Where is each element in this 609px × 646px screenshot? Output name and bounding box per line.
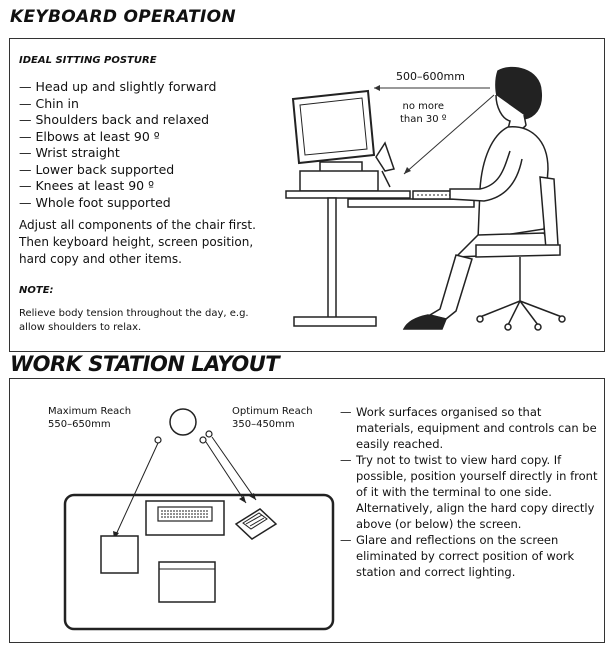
posture-item: — Whole foot supported	[19, 194, 171, 210]
adjust-line: hard copy and other items.	[19, 252, 182, 266]
hard-copy-icon	[100, 535, 139, 574]
chair-icon	[475, 176, 566, 331]
posture-item: — Chin in	[19, 95, 79, 111]
layout-guidelines-list: —Work surfaces organised so that materia…	[340, 404, 598, 580]
posture-item: — Shoulders back and relaxed	[19, 112, 210, 127]
reach-line: Maximum Reach	[48, 406, 132, 417]
note-heading: NOTE:	[19, 285, 54, 296]
reach-point-icon	[199, 436, 207, 444]
arrow-head	[404, 167, 411, 174]
posture-item: — Lower back supported	[19, 161, 175, 177]
posture-item: — Wrist straight	[19, 145, 120, 160]
workstation-illustration	[285, 66, 566, 331]
desk-icon	[285, 190, 475, 327]
page-title: KEYBOARD OPERATION	[10, 7, 236, 27]
guideline-item: —Try not to twist to view hard copy. If …	[340, 453, 598, 531]
angle-line: than 30 º	[400, 114, 447, 125]
angle-line: no more	[402, 101, 445, 112]
section-title: WORK STATION LAYOUT	[10, 352, 280, 376]
document-tray-icon	[158, 561, 216, 603]
posture-item: — Elbows at least 90 º	[19, 128, 160, 144]
sitting-posture-panel: IDEAL SITTING POSTURE — Head up and slig…	[9, 38, 605, 352]
note-line: allow shoulders to relax.	[19, 322, 142, 333]
monitor-icon	[291, 89, 379, 192]
optimum-reach-arrow	[211, 436, 257, 501]
gaze-line	[403, 94, 495, 175]
workstation-layout-panel: Maximum Reach 550–650mm Optimum Reach 35…	[9, 378, 605, 643]
user-position-icon	[169, 408, 197, 436]
optimum-reach-arrow	[205, 441, 247, 504]
telephone-icon	[234, 508, 278, 540]
adjust-line: Then keyboard height, screen position,	[19, 235, 254, 249]
optimum-reach-label: Optimum Reach 350–450mm	[232, 405, 313, 431]
reach-line: Optimum Reach	[232, 406, 313, 417]
keyboard-icon	[145, 500, 225, 536]
arrow-head	[374, 85, 380, 91]
reach-line: 550–650mm	[48, 419, 111, 430]
guideline-item: —Work surfaces organised so that materia…	[340, 405, 597, 451]
reach-point-icon	[154, 436, 162, 444]
max-reach-arrow	[113, 442, 159, 540]
posture-item: — Head up and slightly forward	[19, 79, 217, 94]
guideline-item: —Glare and reflections on the screen eli…	[340, 533, 575, 579]
posture-list: — Head up and slightly forward — Chin in…	[19, 79, 216, 211]
layout-diagram	[63, 408, 335, 631]
note-text: Relieve body tension throughout the day,…	[19, 307, 249, 335]
note-line: Relieve body tension throughout the day,…	[19, 308, 249, 319]
adjust-line: Adjust all components of the chair first…	[19, 218, 256, 232]
adjust-instructions: Adjust all components of the chair first…	[19, 217, 256, 268]
maximum-reach-label: Maximum Reach 550–650mm	[48, 405, 131, 431]
viewing-angle-label: no more than 30 º	[400, 100, 447, 126]
posture-item: — Knees at least 90 º	[19, 178, 154, 193]
reach-line: 350–450mm	[232, 419, 295, 430]
posture-heading: IDEAL SITTING POSTURE	[19, 55, 157, 66]
reach-point-icon	[205, 430, 213, 438]
document-holder-icon	[375, 141, 395, 188]
viewing-distance-label: 500–600mm	[396, 70, 465, 83]
